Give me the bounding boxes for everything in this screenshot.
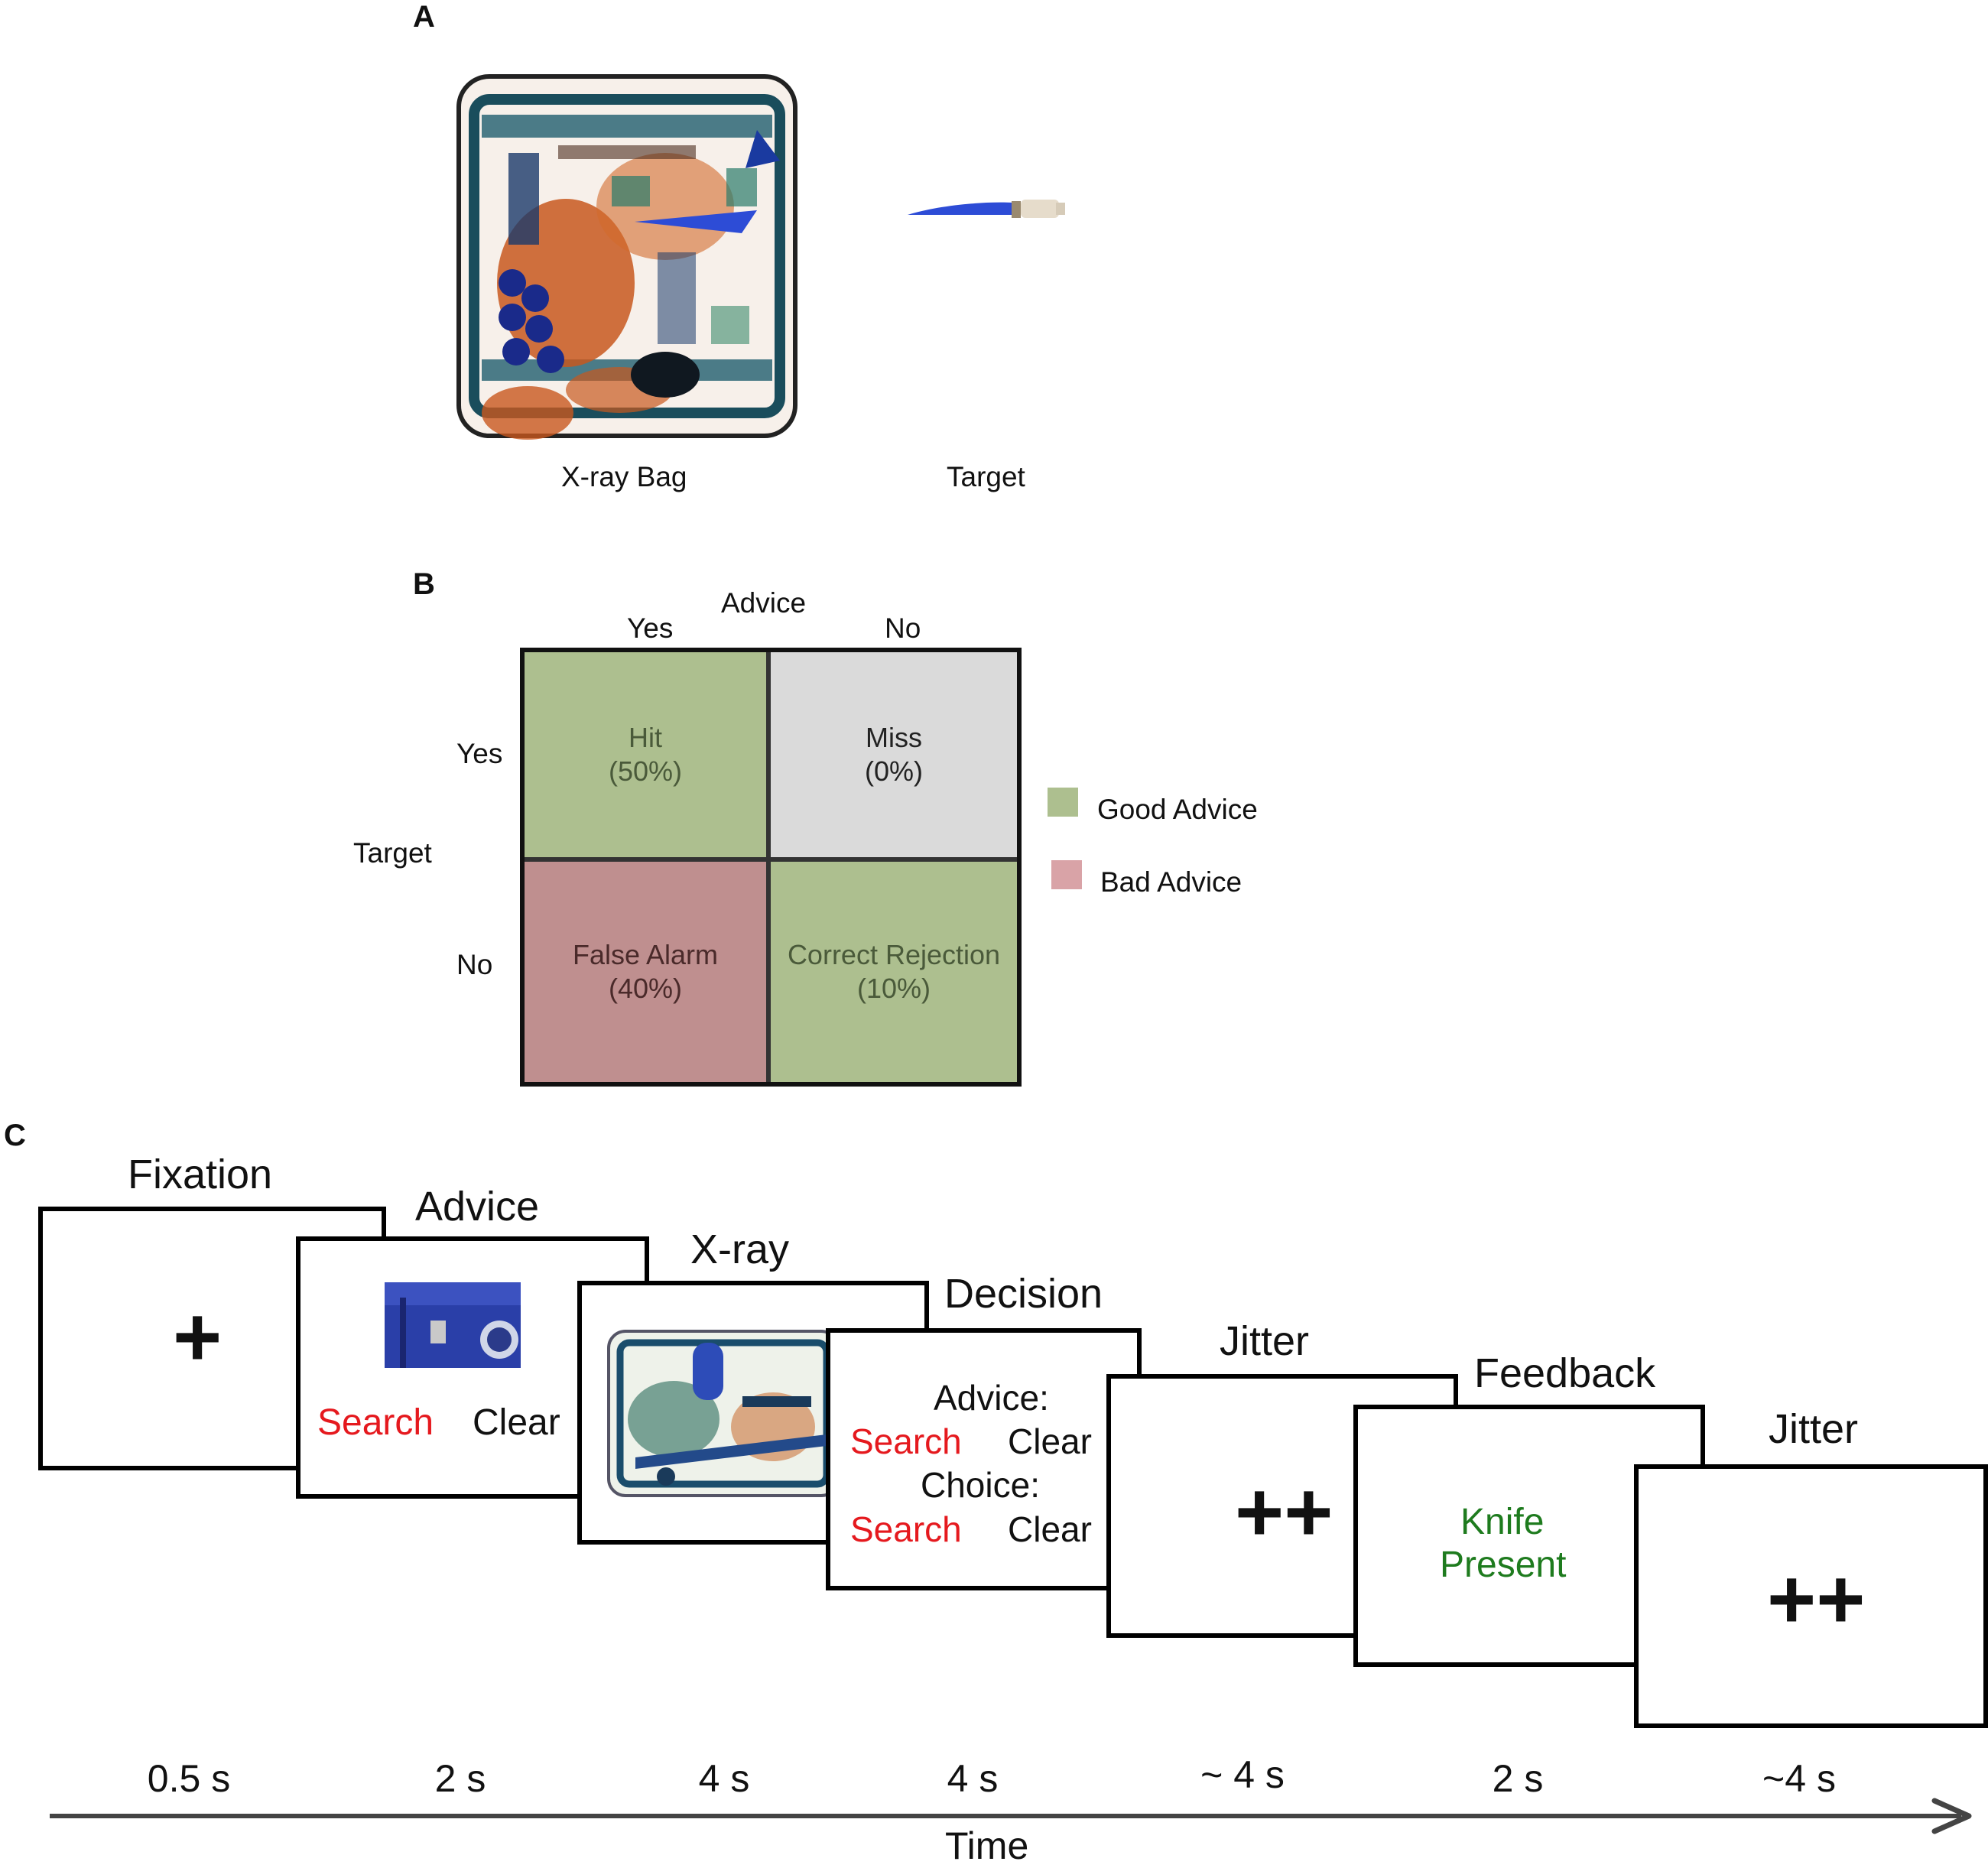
duration-jitter1: ~ 4 s [1200,1753,1285,1796]
knife-target-image [908,200,1065,218]
fixation-cross: + [173,1290,223,1384]
decision-choice-search: Search [850,1509,962,1549]
panel-c-letter: C [4,1119,26,1152]
feedback-frame-title: Feedback [1474,1350,1656,1396]
cell-false-alarm-label: False Alarm [572,939,719,970]
jitter2-title: Jitter [1769,1406,1859,1452]
xray-frame-title: X-ray [690,1226,790,1272]
cell-correct-rejection-label: Correct Rejection [787,939,1001,970]
duration-decision: 4 s [947,1757,999,1800]
matrix-divider-horizontal [525,857,1017,862]
legend-bad-swatch [1051,860,1082,889]
decision-advice-clear: Clear [1008,1421,1092,1461]
decision-choice-clear: Clear [1008,1509,1092,1549]
legend-bad-label: Bad Advice [1100,866,1242,898]
jitter1-title: Jitter [1220,1318,1310,1364]
target-label: Target [947,461,1025,492]
duration-fixation: 0.5 s [147,1757,231,1800]
advice-axis-header: Advice [721,587,807,619]
jitter2-cross: ++ [1767,1552,1866,1646]
cell-hit-percent: (50%) [608,755,683,787]
fixation-title: Fixation [128,1152,273,1197]
decision-advice-search: Search [850,1421,962,1461]
advice-yes-label: Yes [627,612,674,644]
advice-clear-option: Clear [473,1402,560,1443]
cell-hit-label: Hit [629,722,662,753]
decision-frame: Advice: Search Clear Choice: Search Clea… [826,1328,1142,1590]
cell-correct-rejection: Correct Rejection (10%) [771,862,1017,1082]
duration-advice: 2 s [434,1757,486,1800]
feedback-present-text: Present [1440,1545,1567,1585]
cell-false-alarm-percent: (40%) [608,973,683,1004]
jitter1-cross: ++ [1235,1465,1333,1559]
cell-miss-percent: (0%) [864,755,923,787]
xray-bag-image [456,74,797,440]
time-axis-label: Time [945,1824,1029,1867]
duration-jitter2: ~4 s [1762,1757,1836,1800]
target-axis-header: Target [353,837,432,869]
xray-bag-label: X-ray Bag [561,461,687,492]
jitter2-frame: ++ [1634,1464,1988,1728]
duration-feedback: 2 s [1492,1757,1544,1800]
decision-choice-label: Choice: [921,1465,1040,1505]
cell-correct-rejection-percent: (10%) [856,973,931,1004]
panel-a-letter: A [413,0,435,34]
xray-bag-thumbnail [607,1330,840,1497]
matrix-divider-vertical [766,652,771,1082]
duration-xray: 4 s [698,1757,750,1800]
tsa-officer-photo [385,1282,521,1368]
cell-hit: Hit (50%) [525,652,766,857]
time-axis-arrow [50,1798,1972,1834]
decision-advice-label: Advice: [934,1378,1049,1418]
panel-b-letter: B [413,567,435,601]
target-yes-label: Yes [456,738,503,769]
cell-miss-label: Miss [866,722,922,753]
advice-frame-title: Advice [415,1184,540,1230]
legend-good-label: Good Advice [1097,794,1258,825]
decision-frame-title: Decision [944,1271,1103,1317]
legend-good-swatch [1048,788,1078,817]
feedback-knife-text: Knife [1460,1502,1545,1542]
target-no-label: No [456,949,493,980]
cell-false-alarm: False Alarm (40%) [525,862,766,1082]
advice-search-option: Search [317,1402,434,1443]
cell-miss: Miss (0%) [771,652,1017,857]
advice-no-label: No [885,612,921,644]
